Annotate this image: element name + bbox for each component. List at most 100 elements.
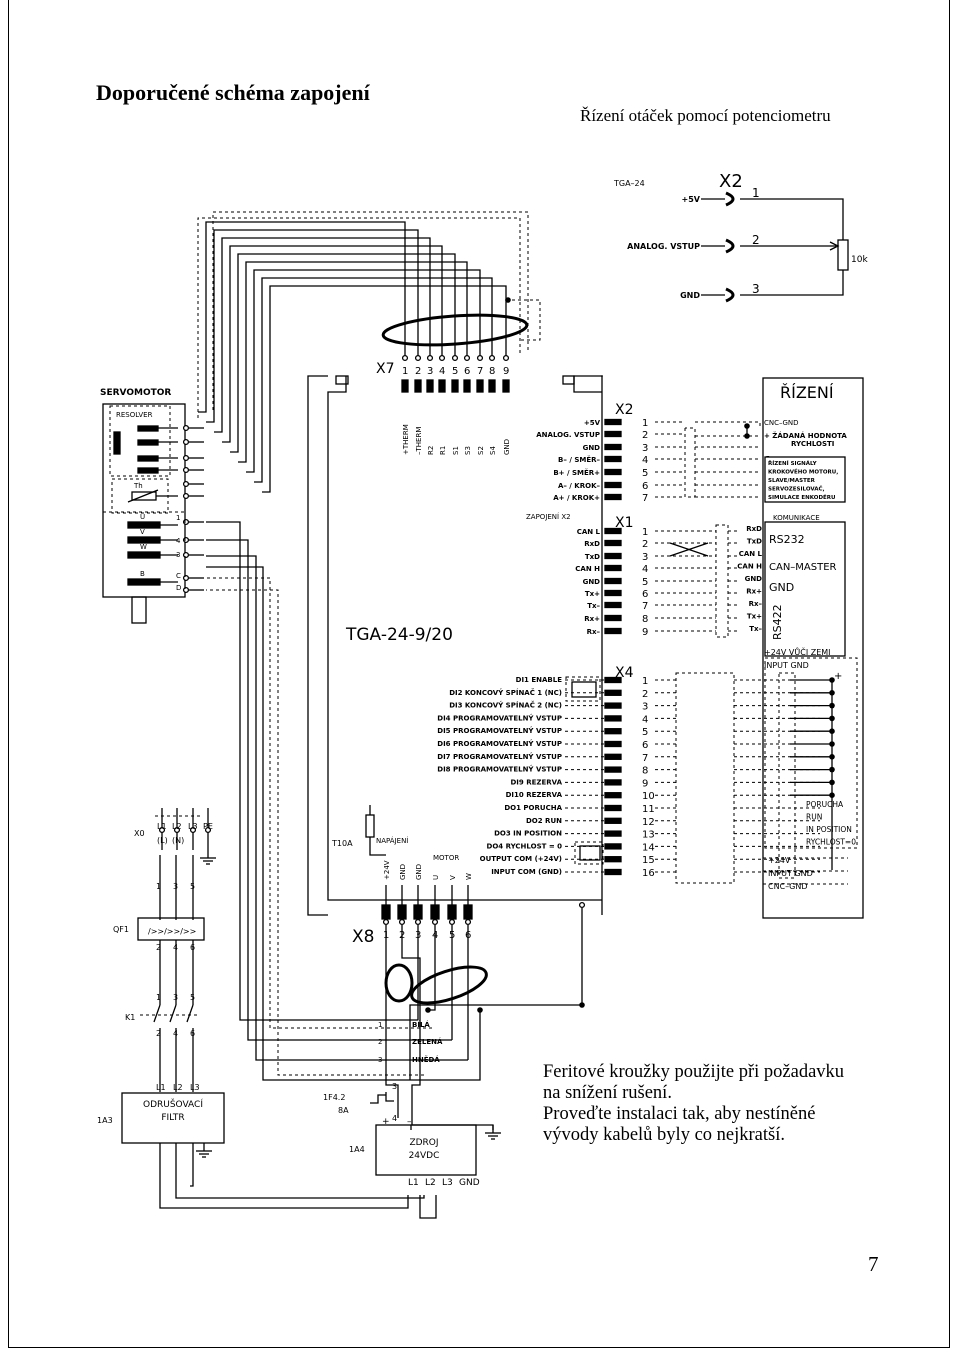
x7-signal-label: –THERM [415,427,423,455]
qf-symbol: />>/>>/>> [148,927,196,936]
diagram-box [715,524,729,638]
diagram-line [206,577,432,1029]
pin-number: 16 [642,868,655,879]
pin-number: 1 [402,366,408,377]
control-box-label: SIMULACE ENKODÉRU [768,493,836,501]
note-line: vývody kabelů byly co nejkratší. [543,1125,785,1145]
diagram-line [206,566,481,1081]
junction-dot [829,741,835,747]
terminal-ring [204,826,212,834]
x7-signal-label: R2 [427,446,435,455]
cable-wire-number: 3 [378,1056,382,1064]
pin-number: 5 [452,366,458,377]
x8-signal-label: W [465,873,473,880]
terminal-ring [182,574,190,582]
x7-signal-label: S1 [452,446,460,455]
diagram-line [370,1094,386,1104]
x4-signal-label: DI4 PROGRAMOVATELNÝ VSTUP [437,713,562,722]
k-terminal-number: 6 [190,1029,195,1038]
filter-label: ODRUŠOVACÍ [143,1098,203,1110]
x8-signal-label: GND [399,864,407,880]
resistor-value: 10k [851,255,868,265]
diagram-line [214,237,431,433]
diagram-box [604,468,622,476]
diagram-line [175,1143,425,1199]
terminal-ring [173,826,181,834]
pin-number: 3 [642,443,648,454]
pin-number: 3 [752,282,760,296]
diagram-box [131,596,147,624]
x2-signal-label: B+ / SMĚR+ [553,468,600,477]
x4-signal-label: DI5 PROGRAMOVATELNÝ VSTUP [437,726,562,735]
diagram-line [198,221,406,413]
control-box-label: SERVOZESILOVAČ, [768,486,825,493]
diagram-line [409,908,583,1080]
control-box-label: KROKOVÉHO MOTORU, [768,468,838,476]
pin-number: 1 [642,418,648,429]
pin-number: 7 [642,753,648,764]
terminal-ring [463,354,471,362]
psu-terminal-label: L2 [425,1178,436,1188]
comm-pin-label: Tx+ [747,613,762,621]
diagram-box [397,904,407,920]
control-label: INPUT GND [768,869,813,878]
terminal-ring [451,354,459,362]
terminal-number: 3 [176,551,180,559]
diagram-line [186,1004,194,1023]
x2-signal-label: GND [583,444,601,452]
diagram-box [604,779,622,786]
diagram-line [190,1143,194,1187]
pin-number: 3 [415,930,421,941]
control-box-label: SLAVE/MASTER [768,478,816,484]
diagram-box [502,379,510,393]
x2-signal-label: A+ / KROK+ [553,494,600,502]
terminal-number: D [176,584,181,592]
diagram-box [604,676,622,684]
fuse-pin: 4 [392,1114,397,1123]
comm-pin-label: Tx– [749,625,762,633]
filter-terminal-label: L3 [190,1083,200,1092]
diagram-box [113,431,121,455]
x4-signal-label: DO1 PORUCHA [504,804,562,812]
diagram-box [604,715,622,722]
x7-signal-label: S2 [477,446,485,455]
pin-number: 6 [464,366,470,377]
terminal-ring [182,518,190,526]
diagram-line [419,1195,437,1219]
diagram-line [206,555,468,1061]
junction-dot [829,715,835,722]
terminal-number: C [176,572,181,580]
junction-dot [425,1007,431,1013]
diagram-box [121,1092,225,1144]
diagram-line [254,277,493,483]
terminal-ring [401,354,409,362]
x2-signal-label: ANALOG. VSTUP [536,431,600,439]
terminal-ring [182,536,190,544]
x8-signal-label: U [432,875,440,880]
pin-number: 5 [642,468,648,479]
plug-contact [725,287,735,303]
x7-signal-label: GND [503,439,511,455]
cable-wire-color: ZELENÁ [412,1037,443,1046]
x2-signal-label: +5V [584,419,601,427]
x1-signal-label: Tx+ [585,590,600,598]
x2-caption: ZAPOJENÍ X2 [526,512,571,521]
pin-number: 6 [465,930,471,941]
x4-signal-label: INPUT COM (GND) [491,868,562,876]
rs232-label: RS232 [769,533,805,546]
model-label: TGA–24 [613,179,645,188]
output-label: IN POSITION [806,825,852,834]
note-line: na snížení rušení. [543,1083,672,1103]
junction-dot [829,702,835,709]
pin-number: 3 [427,366,433,377]
diagram-box [111,478,169,514]
x1-signal-label: TxD [585,553,600,561]
pin-number: 2 [642,689,648,700]
junction-dot [829,728,835,734]
pin-number: 15 [642,855,655,866]
x1-signal-label: RxD [584,540,600,548]
pin-number: 6 [642,481,648,492]
cable-wire-color: HNĚDÁ [412,1055,440,1064]
connector-x1-label: X1 [615,515,634,531]
diagram-box [604,830,622,837]
